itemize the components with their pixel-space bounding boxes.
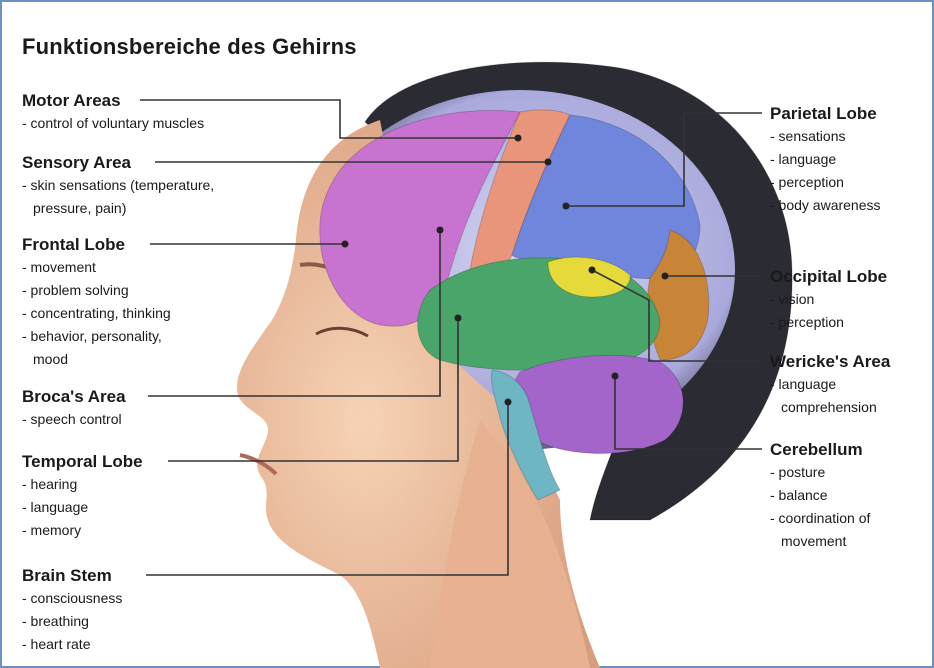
label-parietal-lobe: Parietal Lobe - sensations - language - … — [770, 103, 881, 217]
label-desc: - sensations — [770, 125, 881, 148]
label-desc: pressure, pain) — [22, 197, 214, 220]
label-occipital-lobe: Occipital Lobe - vision - perception — [770, 266, 887, 334]
label-desc: - speech control — [22, 408, 126, 431]
label-desc: - skin sensations (temperature, — [22, 174, 214, 197]
label-desc: - breathing — [22, 610, 122, 633]
label-desc: - consciousness — [22, 587, 122, 610]
label-name: Motor Areas — [22, 90, 204, 112]
label-desc: - perception — [770, 171, 881, 194]
label-name: Frontal Lobe — [22, 234, 171, 256]
label-sensory-area: Sensory Area - skin sensations (temperat… — [22, 152, 214, 220]
label-desc: - body awareness — [770, 194, 881, 217]
label-name: Broca's Area — [22, 386, 126, 408]
label-desc: - perception — [770, 311, 887, 334]
label-desc: - concentrating, thinking — [22, 302, 171, 325]
label-motor-areas: Motor Areas - control of voluntary muscl… — [22, 90, 204, 135]
label-desc: - behavior, personality, — [22, 325, 171, 348]
label-desc: - hearing — [22, 473, 143, 496]
label-desc: - movement — [22, 256, 171, 279]
label-brocas-area: Broca's Area - speech control — [22, 386, 126, 431]
label-desc: - heart rate — [22, 633, 122, 656]
label-name: Occipital Lobe — [770, 266, 887, 288]
label-desc: comprehension — [770, 396, 890, 419]
label-desc: - vision — [770, 288, 887, 311]
label-frontal-lobe: Frontal Lobe - movement - problem solvin… — [22, 234, 171, 371]
label-desc: mood — [22, 348, 171, 371]
label-desc: - language — [22, 496, 143, 519]
label-name: Brain Stem — [22, 565, 122, 587]
label-name: Cerebellum — [770, 439, 870, 461]
label-name: Parietal Lobe — [770, 103, 881, 125]
label-temporal-lobe: Temporal Lobe - hearing - language - mem… — [22, 451, 143, 542]
label-desc: - posture — [770, 461, 870, 484]
label-desc: - coordination of — [770, 507, 870, 530]
label-brain-stem: Brain Stem - consciousness - breathing -… — [22, 565, 122, 656]
label-wernickes-area: Wericke's Area - language comprehension — [770, 351, 890, 419]
label-desc: - balance — [770, 484, 870, 507]
label-cerebellum: Cerebellum - posture - balance - coordin… — [770, 439, 870, 553]
label-desc: - language — [770, 373, 890, 396]
label-desc: - memory — [22, 519, 143, 542]
label-desc: - problem solving — [22, 279, 171, 302]
label-name: Wericke's Area — [770, 351, 890, 373]
label-desc: - language — [770, 148, 881, 171]
label-desc: - control of voluntary muscles — [22, 112, 204, 135]
label-name: Sensory Area — [22, 152, 214, 174]
diagram-title: Funktionsbereiche des Gehirns — [22, 34, 357, 60]
label-name: Temporal Lobe — [22, 451, 143, 473]
label-desc: movement — [770, 530, 870, 553]
